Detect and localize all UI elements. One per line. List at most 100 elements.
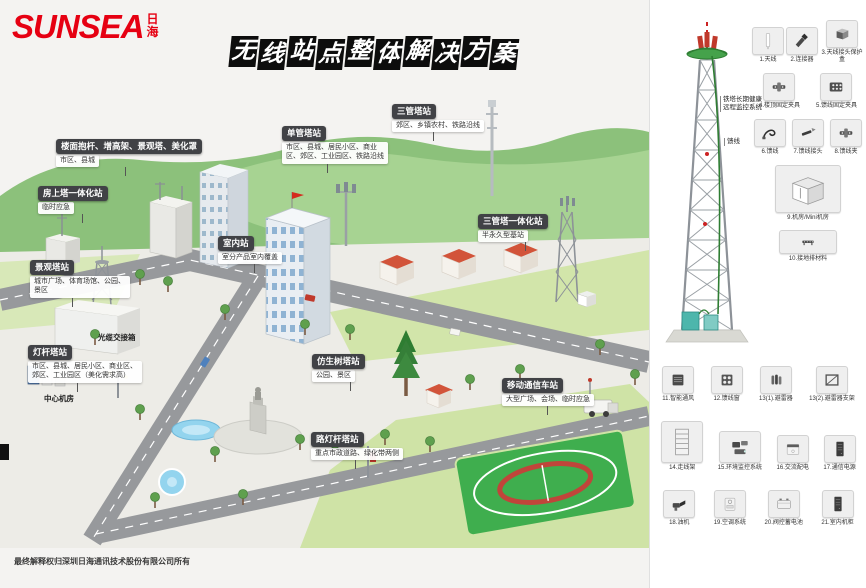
product-15: 15.环境监控系统	[717, 430, 763, 472]
panel-icon	[752, 26, 784, 55]
product-label: 19.空调系统	[713, 519, 747, 526]
product-14: 14.走线架	[661, 420, 704, 472]
battery-icon	[767, 489, 800, 518]
clamp-icon	[830, 118, 862, 147]
acbox-icon	[776, 434, 809, 463]
product-row: 11.智能通风 12.馈线窗 13(1).避雷器 13(2).避雷器支架	[655, 366, 862, 403]
callout-title: 景观塔站	[30, 260, 75, 276]
bionic-tree-tower	[392, 330, 420, 396]
shelter-icon	[775, 164, 841, 213]
product-label: 11.智能通风	[662, 396, 695, 402]
callout-desc: 大型广场、会场、临时应急	[502, 394, 594, 407]
callout-desc: 市区、县城	[56, 155, 99, 168]
cars	[200, 294, 461, 368]
callout-desc: 郊区、乡镇农村、铁路沿线	[392, 120, 484, 133]
product-label: 12.馈线窗	[713, 396, 740, 402]
callout-roof-pole: 楼面抱杆、增高架、景观塔、美化罩市区、县城	[56, 136, 206, 178]
sidebar-tower-illustration	[665, 18, 749, 343]
product-2: 2.连接器	[786, 26, 818, 64]
product-label: 4.楼顶固定夹具	[758, 102, 800, 109]
nozzle-icon	[663, 489, 696, 518]
product-label: 17.通信电源	[823, 464, 856, 471]
callout-title: 房上塔一体化站	[38, 186, 108, 202]
product-1: 1.天线	[752, 26, 784, 64]
product-label: 5.馈线固定夹具	[815, 102, 857, 109]
callout-bionic-tree-tower: 仿生树塔站公园、景区	[312, 351, 394, 393]
label-center-room: 中心机房	[44, 394, 74, 403]
logo-text-en: SUNSEA	[12, 8, 145, 45]
poster-title: 无线站点整体解决方案	[228, 36, 520, 70]
product-row: 4.楼顶固定夹具 5.馈线固定夹具	[752, 72, 864, 110]
logo-text-cn: 日海	[146, 12, 159, 40]
callout-title: 路灯杆塔站	[311, 432, 364, 448]
red-pavilion	[425, 384, 453, 409]
fountain	[158, 468, 186, 496]
comm-vehicle	[583, 378, 619, 417]
monopole-tower	[336, 182, 356, 246]
product-label: 13(2).避雷器支架	[809, 396, 855, 402]
callout-title: 楼面抱杆、增高架、景观塔、美化罩	[56, 139, 203, 155]
product-label: 9.机房/Mini机房	[787, 214, 829, 221]
statue-plaza	[213, 387, 303, 455]
product-label: 6.馈线	[761, 148, 779, 155]
callout-three-tube-integrated: 三管塔一体化站半永久型基站	[478, 211, 580, 253]
tower-monitor-label-line1: 铁塔长期健康	[723, 96, 762, 103]
product-7: 7.馈线接头	[792, 118, 824, 156]
title-char: 站	[286, 36, 317, 67]
product-label: 15.环境监控系统	[717, 464, 763, 471]
logo: SUNSEA 日海	[12, 10, 160, 43]
product-21: 21.室内机柜	[821, 489, 854, 527]
product-16: 16.交流配电	[776, 434, 809, 472]
tower-monitor-label-line2: 远程监控系统	[723, 104, 762, 112]
product-row: 9.机房/Mini机房	[752, 164, 864, 222]
feeder-label: 馈线	[724, 138, 740, 147]
callout-title: 三管塔站	[392, 104, 437, 120]
product-label: 10.接地排材料	[788, 256, 828, 263]
cable-icon	[754, 118, 786, 147]
cabinet-icon	[823, 434, 856, 463]
callout-lamp-pole-tower: 灯杆塔站市区、县城、居民小区、商业区、郊区、工业园区（美化需求高）	[28, 342, 142, 392]
box-icon	[826, 20, 858, 48]
callout-street-lamp-tower: 路灯杆塔站重点市政道路、绿化带两侧	[311, 429, 407, 471]
dots-icon	[820, 72, 853, 101]
callout-desc: 市区、县城、居民小区、商业区、郊区、工业园区、铁路沿线	[282, 142, 388, 164]
title-char: 案	[489, 39, 520, 70]
product-label: 7.馈线接头	[793, 148, 823, 155]
callout-desc: 市区、县城、居民小区、商业区、郊区、工业园区（美化需求高）	[28, 361, 142, 383]
product-label: 20.阀控蓄电池	[764, 519, 803, 526]
callout-title: 灯杆塔站	[28, 345, 73, 361]
title-char: 点	[315, 39, 346, 70]
product-label: 21.室内机柜	[821, 519, 854, 526]
product-13a: 13(1).避雷器	[759, 366, 793, 403]
tower-monitor-label: 铁塔长期健康 远程监控系统	[720, 96, 771, 113]
bar-icon	[779, 230, 837, 255]
product-13b: 13(2).避雷器支架	[809, 366, 855, 403]
label-fiber-box: 光缆交接箱	[98, 333, 136, 342]
title-char: 方	[460, 36, 491, 67]
product-bottom: 11.智能通风 12.馈线窗 13(1).避雷器 13(2).避雷器支架 14.走线架 1…	[655, 366, 862, 527]
product-label: 3.天线接头保护盒	[821, 50, 863, 63]
footer-copyright: 最终解释权归深圳日海通讯技术股份有限公司所有	[14, 557, 190, 566]
callout-three-tube-tower: 三管塔站郊区、乡镇农村、铁路沿线	[392, 101, 484, 143]
sports-field	[454, 429, 636, 537]
product-label: 13(1).避雷器	[759, 396, 793, 402]
product-3: 3.天线接头保护盒	[820, 20, 864, 64]
title-char: 无	[228, 36, 259, 67]
right-lattice-tower	[555, 196, 596, 308]
torch-icon	[786, 26, 818, 55]
product-4: 4.楼顶固定夹具	[758, 72, 800, 110]
product-10: 10.接地排材料	[779, 230, 837, 263]
callout-desc: 重点市政道路、绿化带两侧	[311, 448, 403, 461]
product-12: 12.馈线窗	[710, 366, 743, 403]
product-17: 17.通信电源	[823, 434, 856, 472]
product-label: 14.走线架	[669, 464, 696, 471]
product-label: 16.交流配电	[776, 464, 809, 471]
ports-icon	[710, 366, 743, 394]
callout-title: 三管塔一体化站	[478, 214, 548, 230]
title-char: 体	[373, 39, 404, 70]
